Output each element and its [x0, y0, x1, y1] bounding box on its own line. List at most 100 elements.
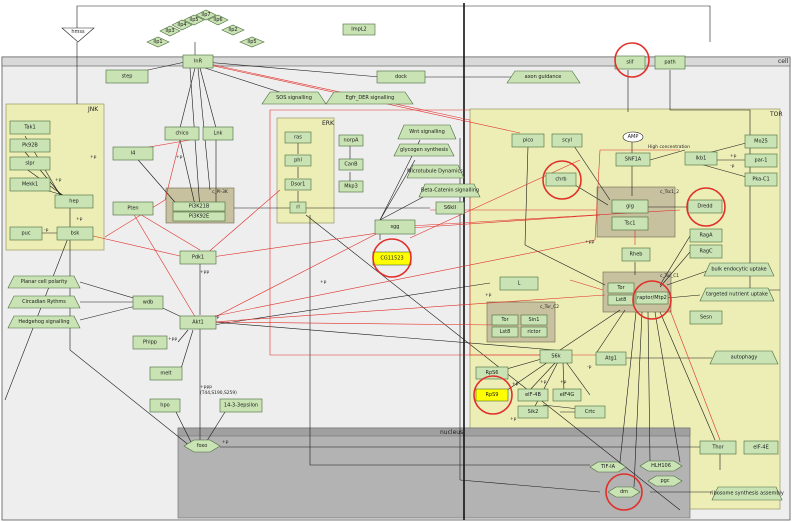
wnt-node[interactable]: Wnt signalling [397, 124, 457, 140]
hmss-node[interactable]: hmss [61, 27, 95, 43]
akt1-node[interactable]: Akt1 [179, 315, 217, 330]
cg11523-node[interactable]: CG11523 [372, 251, 412, 266]
mo25-node[interactable]: Mo25 [744, 134, 778, 149]
rl-node[interactable]: rl [289, 201, 307, 214]
pi3k21b-node[interactable]: Pi3K21B [172, 201, 226, 212]
melt-node[interactable]: melt [149, 366, 183, 381]
dm-node[interactable]: dm [607, 486, 641, 498]
wdb-node[interactable]: wdb [132, 295, 164, 310]
ilp6-node[interactable]: Ilp6 [207, 14, 229, 26]
lnk-node[interactable]: Lnk [202, 126, 234, 141]
sesn-node[interactable]: Sesn [689, 310, 723, 325]
axon-node[interactable]: axon guidance [506, 70, 581, 84]
hh-node[interactable]: Hedgehog signalling [7, 315, 81, 329]
puc-node[interactable]: puc [9, 226, 43, 241]
chico-node[interactable]: chico [164, 126, 200, 141]
crtc-node[interactable]: Crtc [574, 405, 606, 419]
canb-node[interactable]: CanB [338, 158, 364, 171]
ilp1-node[interactable]: Ilp1 [146, 36, 170, 48]
eif4e-node[interactable]: eIF-4E [743, 440, 779, 455]
pkac1-node[interactable]: Pka-C1 [744, 172, 778, 187]
planar-node[interactable]: Planar cell polarity [7, 275, 81, 289]
glyco-node[interactable]: glycogen synthesis [393, 143, 455, 157]
tor-node[interactable]: Tor [607, 282, 635, 294]
pk92b-node[interactable]: Pk92B [9, 138, 51, 153]
phl-node[interactable]: phl [284, 154, 312, 167]
snf1a-node[interactable]: SNF1A [615, 152, 651, 167]
ragc-node[interactable]: RagC [689, 244, 723, 259]
hep-node[interactable]: hep [54, 194, 94, 209]
lkb1-node[interactable]: lkb1 [684, 151, 718, 166]
path-node[interactable]: path [654, 55, 686, 70]
eif4g-node[interactable]: eIF4G [552, 388, 582, 402]
s6kii-node[interactable]: S6kII [435, 201, 465, 215]
bulk-node[interactable]: bulk endocytic uptake [703, 262, 775, 277]
sik2-node[interactable]: Sik2 [517, 405, 549, 419]
phlpp-node[interactable]: Phlpp [132, 335, 168, 350]
gig-node[interactable]: gig [611, 199, 649, 214]
tak1-node[interactable]: Tak1 [9, 120, 51, 135]
tor2-label: Tor [500, 317, 509, 323]
micro-node[interactable]: Microtubule Dynamics [406, 164, 465, 179]
tif1a-node[interactable]: TIF-IA [589, 461, 627, 473]
l-node[interactable]: L [499, 276, 539, 291]
ilp7-node[interactable]: Ilp7 [195, 9, 217, 21]
dredd-node[interactable]: Dredd [687, 199, 723, 214]
ilp3-node[interactable]: Ilp3 [159, 25, 181, 37]
hlh106-node[interactable]: HLH106 [639, 460, 683, 472]
mkp3-node[interactable]: Mkp3 [338, 180, 364, 193]
chrb-node[interactable]: chrb [545, 172, 577, 187]
lst8b-node[interactable]: Lst8 [491, 326, 519, 338]
scyl-node[interactable]: scyl [551, 133, 583, 148]
atg1-node[interactable]: Atg1 [595, 351, 627, 366]
inr-node[interactable]: InR [182, 54, 214, 69]
ilp5b-node[interactable]: Ilp5 [239, 36, 265, 48]
egfr-node[interactable]: Egfr_DER signalling [325, 91, 414, 105]
ilp4-node[interactable]: Ilp4 [171, 19, 193, 31]
dock-node[interactable]: dock [376, 70, 426, 84]
hpo-node[interactable]: hpo [149, 398, 181, 413]
targeted-node[interactable]: targeted nutrient uptake [699, 287, 775, 302]
pgc-node[interactable]: pgc [647, 475, 683, 487]
ilp5-node[interactable]: Ilp5 [183, 14, 205, 26]
sos-node[interactable]: SOS signalling [261, 91, 327, 105]
tsc1-node[interactable]: Tsc1 [611, 216, 649, 231]
slpr-node[interactable]: slpr [9, 156, 51, 171]
rps9-node[interactable]: RpS9 [475, 388, 509, 402]
pten-node[interactable]: Pten [112, 201, 154, 216]
ilp2-node[interactable]: Ilp2 [221, 24, 245, 36]
ribo-node[interactable]: ribosome synthesis assembly [710, 486, 784, 501]
autophagy-node[interactable]: autophagy [709, 350, 779, 365]
lst8-node[interactable]: Lst8 [607, 294, 635, 306]
eif4b-node[interactable]: eIF-4B [517, 388, 549, 402]
i4-node[interactable]: I4 [112, 146, 154, 161]
thor-node[interactable]: Thor [699, 440, 737, 455]
bsk-node[interactable]: bsk [56, 226, 94, 241]
rictor-node[interactable]: rictor [520, 326, 548, 338]
foxo-node[interactable]: foxo [183, 439, 221, 453]
dsor1-node[interactable]: Dsor1 [284, 178, 312, 191]
1433-node[interactable]: 14-3-3epsilon [219, 398, 263, 413]
pdk1-node[interactable]: Pdk1 [179, 250, 217, 265]
raga-node[interactable]: RagA [689, 228, 723, 243]
rheb-node[interactable]: Rheb [621, 247, 651, 262]
s6k-node[interactable]: S6k [539, 349, 573, 364]
annot-p-4: +p [176, 154, 183, 160]
rps6-node[interactable]: RpS6 [475, 366, 509, 380]
tor2-node[interactable]: Tor [491, 314, 519, 326]
impl2-node[interactable]: ImpL2 [342, 23, 376, 36]
circ-node[interactable]: Circadian Rythms [7, 295, 81, 309]
par1-node[interactable]: par-1 [744, 153, 778, 168]
pi3k92e-node[interactable]: Pi3K92E [172, 211, 226, 222]
ras-node[interactable]: ras [284, 131, 312, 144]
raptor-node[interactable]: raptor/Mtp2 [635, 291, 669, 305]
slif-node[interactable]: slif [614, 55, 646, 70]
pico-node[interactable]: pico [511, 133, 545, 148]
sin1-node[interactable]: Sin1 [520, 314, 548, 326]
sgg-node[interactable]: sgg [374, 219, 416, 235]
amp-node[interactable]: AMP [622, 131, 644, 143]
beta-node[interactable]: Beta-Catenin signalling [418, 183, 481, 198]
norpa-node[interactable]: norpA [338, 134, 364, 147]
mekk1-node[interactable]: Mekk1 [9, 177, 51, 192]
step-node[interactable]: step [105, 69, 149, 84]
